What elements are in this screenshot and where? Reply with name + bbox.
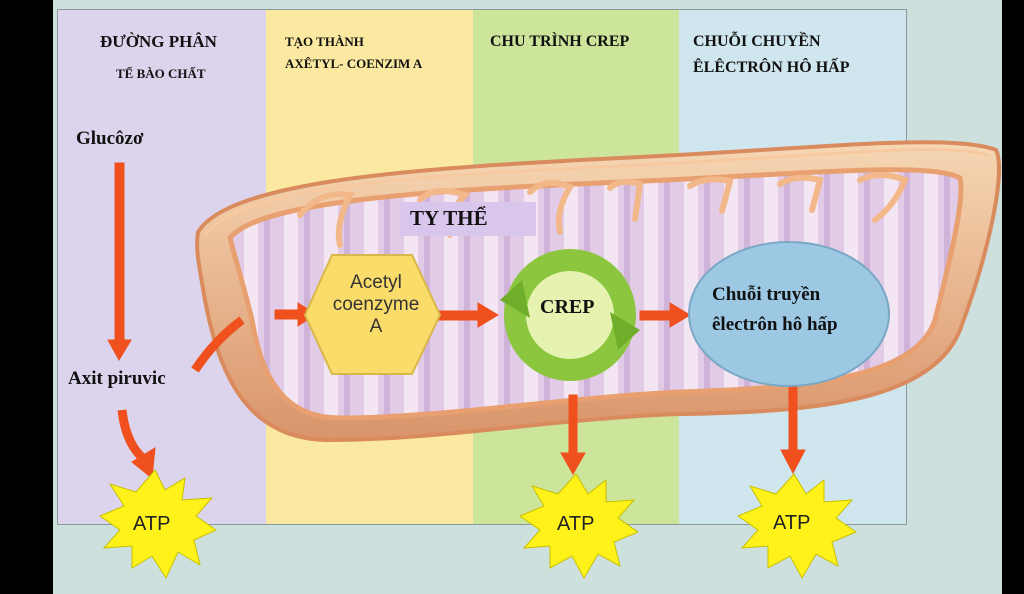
atp-stars: [98, 469, 858, 580]
membrane-rim: [203, 148, 991, 236]
arrowhead: [131, 447, 156, 479]
arrow-pyruvic-to-atp: [117, 409, 148, 464]
atp-star-etc: [736, 473, 858, 580]
column-subtitle-acetyl-coa: AXÊTYL- COENZIM A: [285, 56, 423, 71]
atp-star-glycolysis: [98, 469, 218, 580]
mitochondrion-label-box: [400, 202, 536, 236]
arrow-glucose-to-pyruvic: [114, 162, 125, 344]
acetyl-line-2: coenzyme: [332, 294, 420, 315]
etc-label: Chuỗi truyền êlectrôn hô hấp: [712, 280, 838, 340]
acetyl-coa-hexagon: [303, 254, 442, 375]
acetyl-coa-label: Acetyl coenzyme A: [317, 272, 435, 338]
arrow-etc-to-atp: [788, 382, 798, 454]
arrow-pyruvic-to-mito: [191, 316, 245, 373]
etc-line-2: êlectrôn hô hấp: [712, 314, 838, 335]
arrowhead: [560, 452, 586, 476]
atp-star-krebs: [518, 473, 640, 580]
electron-transport-oval: [688, 241, 890, 387]
arrow-crep-to-etc: [639, 310, 673, 321]
label-krebs: CREP: [540, 296, 595, 318]
label-mitochondrion: TY THỂ: [410, 206, 488, 230]
arrowhead: [780, 449, 806, 475]
label-pyruvic-acid: Axit piruvic: [68, 368, 166, 389]
arrow-into-acetyl: [274, 309, 302, 320]
arrow-crep-to-atp: [568, 394, 578, 456]
column-subtitle-etc: ÊLÊCTRÔN HÔ HẤP: [693, 59, 850, 76]
arrowhead: [107, 339, 132, 362]
arrowhead: [669, 302, 691, 328]
atp-label-glycolysis: ATP: [133, 513, 171, 535]
atp-label-etc: ATP: [773, 512, 811, 534]
column-title-krebs: CHU TRÌNH CREP: [490, 33, 630, 50]
column-title-etc: CHUỖI CHUYỀN: [693, 33, 821, 50]
arrows: [107, 162, 806, 479]
column-title-glycolysis: ĐƯỜNG PHÂN: [100, 32, 217, 51]
acetyl-line-1: Acetyl: [350, 272, 402, 293]
cristae-folds: [297, 172, 909, 248]
arrowhead: [477, 302, 499, 328]
etc-line-1: Chuỗi truyền: [712, 284, 821, 305]
krebs-cycle-ring: [500, 249, 640, 381]
label-glucose: Glucôzơ: [76, 128, 144, 149]
column-subtitle-cytoplasm: TẾ BÀO CHẤT: [116, 66, 206, 81]
atp-label-krebs: ATP: [557, 513, 595, 535]
column-title-acetyl-formation: TẠO THÀNH: [285, 34, 364, 49]
acetyl-line-3: A: [369, 316, 383, 337]
